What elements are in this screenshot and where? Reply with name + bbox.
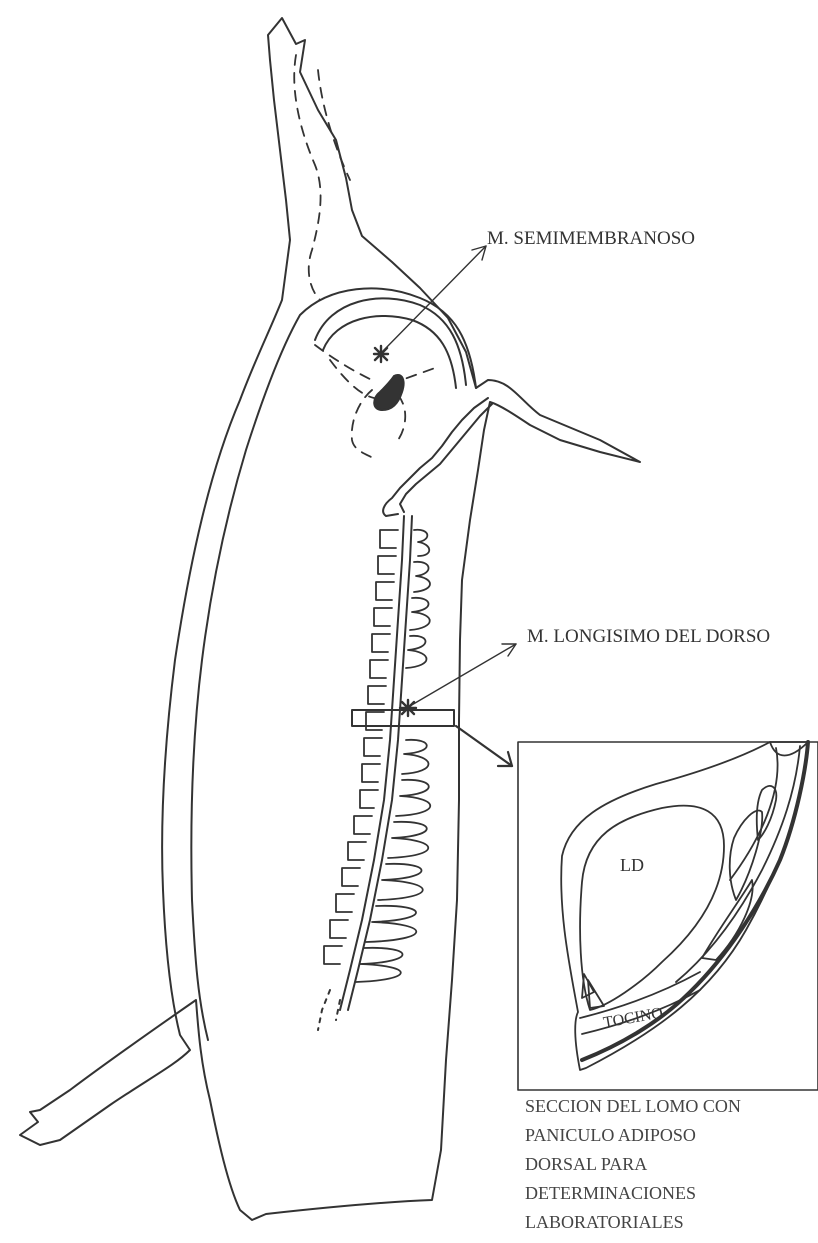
ld-label: LD: [620, 855, 644, 876]
caption-line: LABORATORIALES: [525, 1208, 741, 1237]
spine-tail-dashes: [318, 990, 340, 1030]
caption-line: DETERMINACIONES: [525, 1179, 741, 1208]
sacral-vertebrae: [383, 398, 488, 516]
longisimo-arrow: [410, 644, 516, 706]
longisimo-label: M. LONGISIMO DEL DORSO: [527, 626, 770, 648]
ham-dashed-lines: [294, 55, 320, 300]
femur-bone: [374, 375, 403, 410]
body-inner-contour: [191, 288, 476, 1040]
spine-line: [340, 516, 404, 1010]
caption-line: PANICULO ADIPOSO: [525, 1121, 741, 1150]
inset-caption: SECCION DEL LOMO CON PANICULO ADIPOSO DO…: [525, 1092, 741, 1237]
ham-dashed-lines-2: [318, 70, 350, 180]
section-arrow: [456, 726, 512, 766]
loin-cross-section: [561, 742, 808, 1070]
longisimo-marker: [400, 700, 416, 716]
sacral-vertebrae-2: [400, 404, 492, 512]
caption-line: DORSAL PARA: [525, 1150, 741, 1179]
semimembranoso-label: M. SEMIMEMBRANOSO: [487, 228, 695, 250]
carcass-outline: [20, 18, 640, 1220]
caption-line: SECCION DEL LOMO CON: [525, 1092, 741, 1121]
